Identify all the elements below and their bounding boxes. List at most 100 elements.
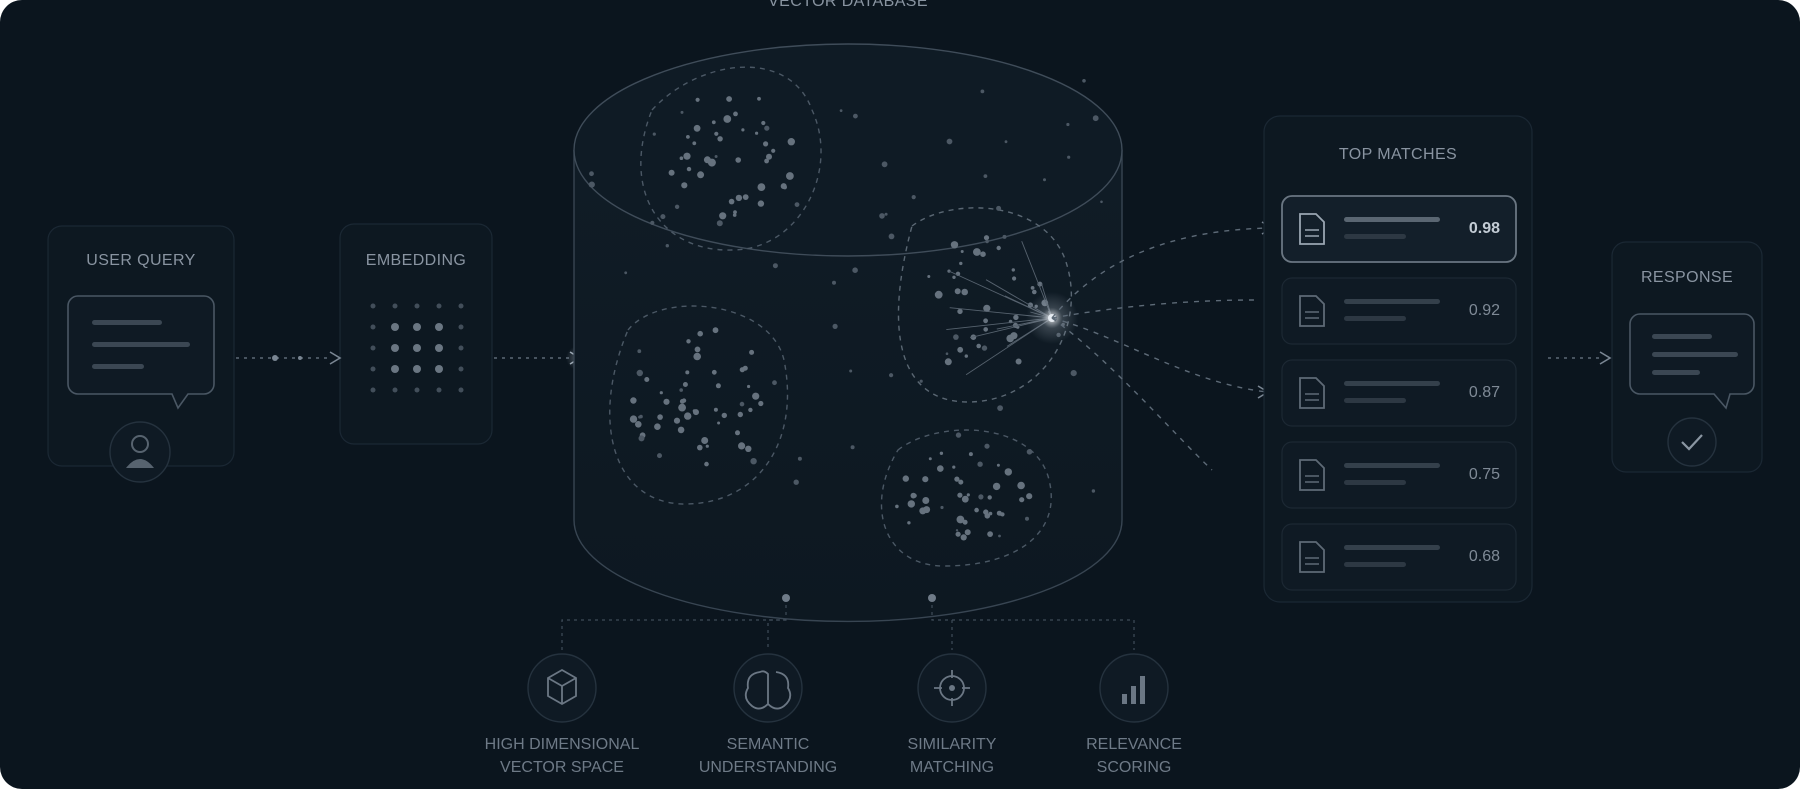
vector-point xyxy=(797,456,802,461)
embedding-dot xyxy=(436,303,442,309)
vector-point xyxy=(749,349,755,355)
vector-point xyxy=(999,512,1003,516)
vector-point xyxy=(757,183,766,192)
embedding-dot xyxy=(435,365,443,373)
vector-point xyxy=(733,111,738,117)
vector-point xyxy=(750,458,757,465)
vector-point xyxy=(968,452,973,457)
vector-point xyxy=(685,370,690,375)
response-panel xyxy=(1611,241,1763,473)
embedding-dot xyxy=(458,303,464,309)
vector-point xyxy=(741,128,745,132)
vector-point xyxy=(977,461,983,467)
vector-point xyxy=(961,288,968,296)
vector-point xyxy=(692,409,697,413)
vector-point xyxy=(1012,276,1017,281)
vector-point xyxy=(1091,489,1096,493)
vector-point xyxy=(958,479,964,485)
vector-point xyxy=(1066,122,1070,127)
vector-point xyxy=(1070,370,1077,377)
vector-point xyxy=(663,398,670,405)
vector-point xyxy=(693,352,701,361)
vector-point xyxy=(714,155,718,158)
vector-point xyxy=(637,349,642,354)
vector-point xyxy=(984,513,991,519)
vector-point xyxy=(955,529,959,532)
match-card[interactable] xyxy=(1281,277,1517,345)
step-label-response: RESPONSE xyxy=(1640,269,1734,286)
vector-point xyxy=(793,479,799,485)
vector-point xyxy=(697,444,703,451)
vector-point xyxy=(629,415,638,423)
vector-point xyxy=(927,275,931,278)
vector-point xyxy=(715,383,721,389)
vector-point xyxy=(955,432,962,438)
vector-point xyxy=(1082,79,1086,83)
vector-point xyxy=(735,194,743,202)
vector-point xyxy=(589,171,594,177)
vector-point xyxy=(719,212,727,220)
embedding-dot xyxy=(414,303,420,309)
embedding-dot xyxy=(435,323,443,331)
vector-point xyxy=(716,220,723,227)
feature-caption-line: MATCHING xyxy=(909,759,995,776)
check-icon xyxy=(1667,417,1717,467)
match-card[interactable] xyxy=(1281,523,1517,591)
vector-point xyxy=(697,171,705,179)
vector-point xyxy=(928,457,932,461)
vector-point xyxy=(983,318,988,324)
vector-point xyxy=(721,412,727,419)
embedding-dot xyxy=(392,387,398,393)
response-bubble-icon xyxy=(1629,313,1755,410)
vector-point xyxy=(953,334,959,340)
vector-point xyxy=(679,399,685,404)
vector-point xyxy=(955,531,961,537)
embedding-dot xyxy=(370,366,376,372)
vector-point xyxy=(735,430,740,436)
vector-point xyxy=(1004,468,1012,476)
vector-point xyxy=(704,461,709,467)
vector-point xyxy=(652,132,656,136)
vector-point xyxy=(895,504,899,509)
vector-point xyxy=(996,245,1001,251)
vector-point xyxy=(636,369,643,377)
vector-point xyxy=(644,377,650,382)
vector-point xyxy=(1002,234,1007,239)
vector-point xyxy=(1100,200,1103,204)
embedding-dot xyxy=(370,345,376,351)
feature-caption: SEMANTIC UNDERSTANDING xyxy=(668,733,868,779)
vector-point xyxy=(665,244,669,248)
match-card[interactable] xyxy=(1281,441,1517,509)
vector-point xyxy=(966,493,970,497)
vector-point xyxy=(683,152,691,160)
vector-point xyxy=(952,275,956,279)
match-card[interactable] xyxy=(1281,359,1517,427)
document-icon xyxy=(1299,295,1325,327)
vector-point xyxy=(945,352,949,356)
vector-point xyxy=(682,382,688,387)
embedding-dot xyxy=(413,323,421,331)
match-score: 0.68 xyxy=(1468,548,1500,565)
vector-point xyxy=(674,204,680,209)
vector-point xyxy=(974,507,979,513)
vector-point xyxy=(832,323,838,329)
vector-point xyxy=(712,327,719,334)
vector-point xyxy=(852,267,858,274)
vector-point xyxy=(668,169,675,176)
vector-point xyxy=(964,354,968,358)
vector-point xyxy=(884,212,888,216)
vector-point xyxy=(907,521,911,525)
vector-point xyxy=(758,400,764,407)
vector-point xyxy=(742,194,749,201)
vector-point xyxy=(657,414,663,420)
vector-point xyxy=(786,172,794,180)
match-card[interactable] xyxy=(1281,195,1517,263)
vector-point xyxy=(739,401,745,407)
vector-point xyxy=(987,531,993,537)
embedding-dot xyxy=(370,324,376,330)
vector-point xyxy=(713,407,718,412)
document-icon xyxy=(1299,213,1325,245)
vector-point xyxy=(1032,289,1037,295)
vector-point xyxy=(839,109,843,112)
